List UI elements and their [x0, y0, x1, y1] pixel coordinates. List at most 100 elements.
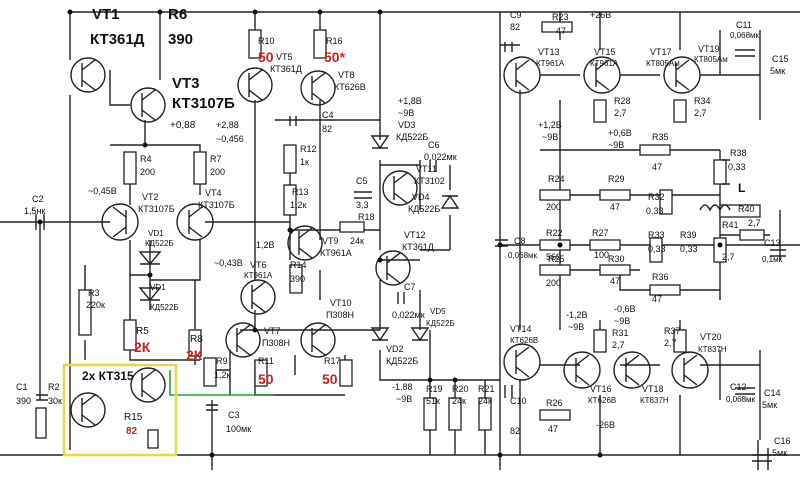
label-vt20-type: КТ837Н: [698, 345, 727, 354]
label-vd4-type: КД522Б: [408, 204, 440, 214]
label-r23: R23: [552, 12, 569, 22]
label-r27-value: 100: [594, 250, 609, 260]
transistor-symbols: [70, 56, 709, 428]
label-c12: C12: [730, 382, 747, 392]
label-vt12-type: КТ361Д: [402, 242, 434, 252]
label-vt17: VT17: [650, 47, 672, 57]
label-vt3: VT3: [172, 75, 200, 92]
label-r41: R41: [722, 220, 739, 230]
label-vt1-type: КТ361Д: [90, 31, 145, 48]
vt6-symbol: [240, 279, 276, 315]
label-r6-value: 390: [168, 31, 193, 48]
label-c7-value: 0,022мк: [392, 310, 425, 320]
label-vd2: VD2: [386, 344, 404, 354]
label-c8: C8: [514, 236, 526, 246]
label-r9: R9: [216, 356, 228, 366]
label-v9g: ~9В: [614, 316, 630, 326]
label-r35: R35: [652, 132, 669, 142]
label-r31-value: 2,7: [612, 340, 625, 350]
label-vt19-type: КТ805Ам: [694, 55, 728, 64]
label-c6: C6: [428, 140, 440, 150]
label-c2-value: 1,5нк: [24, 206, 45, 216]
label-vt7-type: П308Н: [262, 338, 290, 348]
label-vt13-type: КТ961А: [536, 59, 565, 68]
label-r13: R13: [292, 187, 309, 197]
label-r40: R40: [738, 204, 755, 214]
label-l: L: [738, 181, 745, 195]
vt13-symbol: [503, 56, 541, 94]
label-vt4: VT4: [205, 188, 222, 198]
label-r34-value: 2,7: [694, 108, 707, 118]
label-v9d: ~9В: [542, 132, 558, 142]
label-v9e: ~9В: [608, 140, 624, 150]
label-r17-value: 50: [322, 371, 338, 387]
label-vt18-type: КТ837Н: [640, 396, 669, 405]
label-c11-value: 0,068мк: [730, 31, 760, 40]
vt11-symbol: [382, 170, 418, 206]
label-c2: C2: [32, 194, 44, 204]
label-c12-value: 0,068мк: [726, 395, 756, 404]
label-vt17-type: КТ805Ам: [646, 59, 680, 68]
label-vt16: VT16: [590, 384, 612, 394]
label-c1-value: 390: [16, 396, 31, 406]
label-r5-value: 2К: [134, 339, 151, 355]
label-r26-value: 47: [548, 424, 558, 434]
label-r34: R34: [694, 96, 711, 106]
label-vd1b: VD1: [150, 283, 166, 292]
label-v12b: +1,2В: [538, 120, 562, 130]
label-v26n: -26В: [596, 420, 615, 430]
vt14-symbol: [503, 343, 541, 381]
vt18-symbol: [613, 351, 651, 389]
label-r20-value: 24к: [452, 396, 466, 406]
label-r10-value: 50: [258, 49, 274, 65]
label-vd1a-type: КД522Б: [145, 239, 174, 248]
label-r33: R33: [648, 230, 665, 240]
label-c14: C14: [764, 388, 781, 398]
vt20-symbol: [671, 351, 709, 389]
label-vt1: VT1: [92, 6, 120, 23]
label-vd1b-type: КД522Б: [150, 303, 179, 312]
label-r22: R22: [546, 228, 563, 238]
vt3-symbol: [130, 87, 166, 123]
label-r2: R2: [48, 382, 60, 392]
label-r36-value: 47: [652, 294, 662, 304]
label-v06n: -0,6В: [614, 304, 636, 314]
label-r11: R11: [258, 356, 274, 366]
label-v188: -1,88: [392, 382, 413, 392]
vt10-symbol: [300, 322, 336, 358]
label-vt15-type: КТ961А: [590, 59, 619, 68]
mod-q1-symbol: [130, 367, 166, 403]
label-r4-value: 200: [140, 167, 155, 177]
label-v9f: ~9В: [568, 322, 584, 332]
label-r31: R31: [612, 328, 629, 338]
label-c5-value: 3,3: [356, 200, 369, 210]
label-vt5-type: КТ361Д: [270, 64, 302, 74]
label-r28-value: 2,7: [614, 108, 627, 118]
label-vd2-type: КД522Б: [386, 356, 418, 366]
label-vt18: VT18: [642, 384, 664, 394]
label-v288: +2,88: [216, 120, 239, 130]
label-r24: R24: [548, 174, 565, 184]
label-mod-title: 2x КТ315: [82, 369, 134, 383]
vt1-symbol: [70, 57, 106, 93]
label-r37-value: 2,7: [664, 338, 677, 348]
label-r18: R18: [358, 212, 375, 222]
label-vt6: VT6: [250, 260, 267, 270]
label-c3: C3: [228, 410, 240, 420]
label-r29: R29: [608, 174, 625, 184]
label-vt7: VT7: [264, 326, 281, 336]
label-v12n: -1,2В: [566, 310, 588, 320]
vt15-symbol: [583, 56, 621, 94]
label-v9c: ~9В: [396, 394, 412, 404]
label-vd3-type: КД522Б: [396, 132, 428, 142]
label-c11: C11: [736, 20, 752, 30]
label-vt2: VT2: [142, 192, 159, 202]
label-v26p: +26В: [590, 10, 611, 20]
label-r21-value: 24к: [478, 396, 492, 406]
label-r6: R6: [168, 6, 187, 23]
label-v18: +1,8В: [398, 96, 422, 106]
label-r39-value: 0,33: [680, 244, 698, 254]
label-r33-value: 0,33: [648, 244, 666, 254]
label-r23-value: 47: [556, 26, 566, 36]
